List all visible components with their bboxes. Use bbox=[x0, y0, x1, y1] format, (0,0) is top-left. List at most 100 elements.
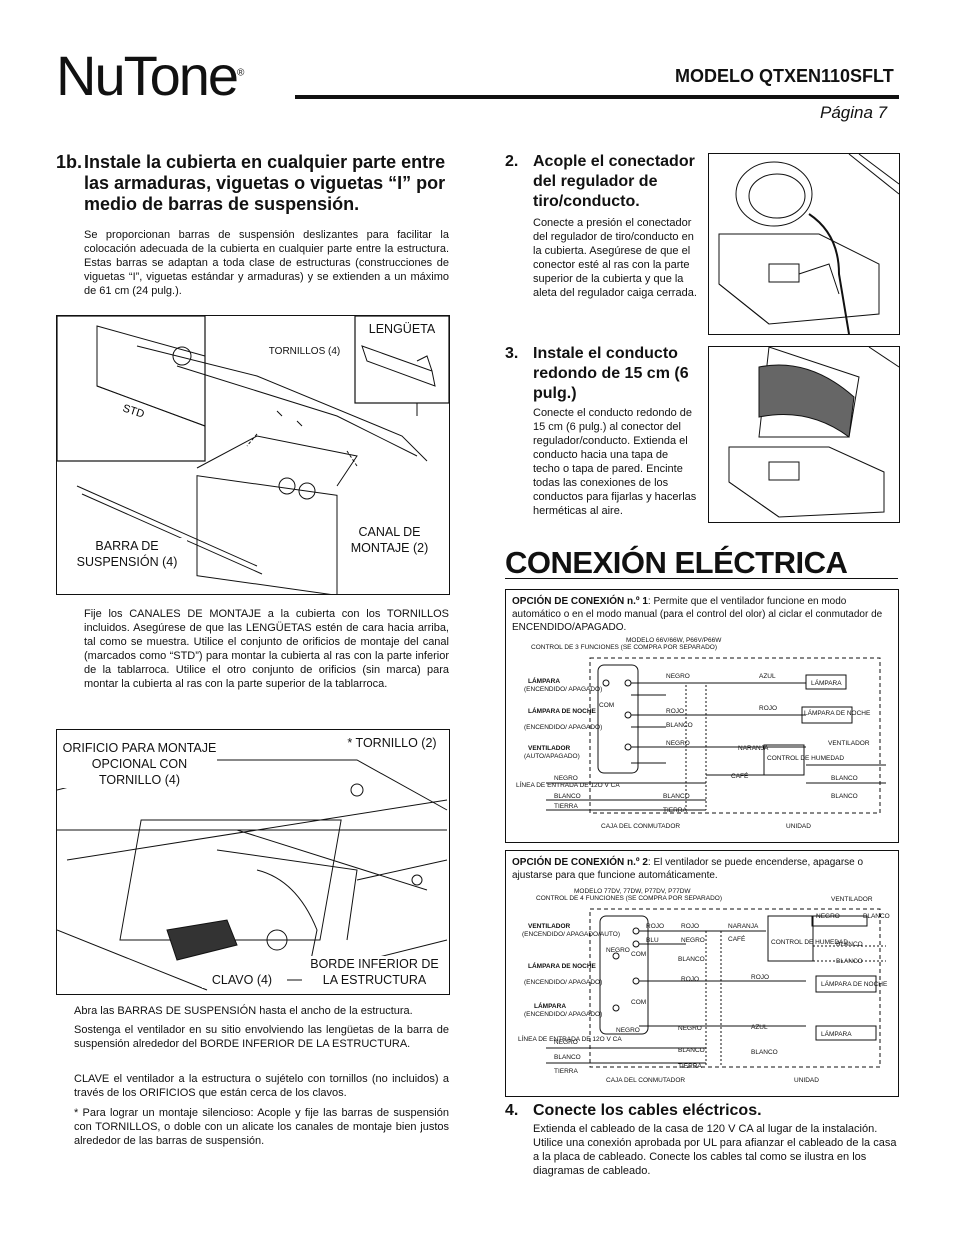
opt2-caja: CAJA DEL CONMUTADOR bbox=[606, 1077, 685, 1084]
opt1-model: MODELO 66V/66W, P66V/P66W bbox=[626, 637, 722, 644]
opt1-humedad: CONTROL DE HUMEDAD bbox=[767, 755, 844, 762]
opt2-linea: LÍNEA DE ENTRADA DE 12O V CA bbox=[518, 1034, 622, 1043]
canal-label: CANAL DE MONTAJE (2) bbox=[342, 524, 437, 556]
wiring-diagram-1: MODELO 66V/66W, P66V/P66W CONTROL DE 3 F… bbox=[516, 637, 886, 830]
opt1-blanco-4: BLANCO bbox=[663, 793, 690, 800]
lengueta-label: LENGÜETA bbox=[362, 321, 442, 337]
opt2-lampnoche: LÁMPARA DE NOCHE bbox=[528, 961, 597, 970]
opt2-control: CONTROL DE 4 FUNCIONES (SE COMPRA POR SE… bbox=[536, 895, 722, 902]
suspension-bar-figure: STD TORNILLOS (4) LENGÜETA BARRA DE SUSP… bbox=[56, 315, 450, 596]
opt1-rojo-2: ROJO bbox=[759, 705, 777, 712]
opt1-ventilador: VENTILADOR bbox=[528, 745, 571, 752]
tornillos-label: TORNILLOS (4) bbox=[268, 346, 341, 357]
opt1-lampnoche-sub: (ENCENDIDO/ APAGADO) bbox=[524, 724, 602, 731]
wiring-option-1: OPCIÓN DE CONEXIÓN n.º 1: Permite que el… bbox=[505, 589, 899, 843]
opt2-cafe: CAFÉ bbox=[728, 934, 746, 943]
opt2-negro-5: NEGRO bbox=[678, 1025, 702, 1032]
borde-label: BORDE INFERIOR DE LA ESTRUCTURA bbox=[302, 956, 447, 988]
tornillo-label: * TORNILLO (2) bbox=[342, 735, 442, 751]
opt2-negro-3: NEGRO bbox=[816, 913, 840, 920]
option-2-text: OPCIÓN DE CONEXIÓN n.º 2: El ventilador … bbox=[512, 857, 864, 881]
step-4-text: Extienda el cableado de la casa de 120 V… bbox=[533, 1123, 897, 1177]
opt2-tierra-2: TIERRA bbox=[678, 1063, 703, 1070]
opt1-blanco-2: BLANCO bbox=[831, 775, 858, 782]
opt2-lampnoche-sub: (ENCENDIDO/ APAGADO) bbox=[524, 979, 602, 986]
opt2-lampnoche-box: LÁMPARA DE NOCHE bbox=[821, 979, 888, 988]
model-number: MODELO QTXEN110SFLT bbox=[675, 66, 894, 86]
opt2-ventilador-box: VENTILADOR bbox=[831, 896, 873, 903]
step-3-text: Conecte el conducto redondo de 15 cm (6 … bbox=[533, 407, 697, 517]
clavo-label: CLAVO (4) bbox=[202, 972, 282, 988]
brand-logo: NuTone® bbox=[56, 44, 245, 107]
opt2-humedad: CONTROL DE HUMEDAD bbox=[771, 939, 848, 946]
opt2-rojo-3: ROJO bbox=[681, 976, 699, 983]
damper-illustration bbox=[718, 153, 900, 335]
opt2-blanco-2: BLANCO bbox=[863, 913, 890, 920]
orificio-label: ORIFICIO PARA MONTAJE OPCIONAL CON TORNI… bbox=[62, 740, 217, 788]
opt2-blanco: BLANCO bbox=[678, 956, 705, 963]
wiring-diagram-2: MODELO 77DV, 77DW, P77DV, P77DW CONTROL … bbox=[518, 888, 890, 1084]
opt2-blanco-6: BLANCO bbox=[751, 1049, 778, 1056]
opt2-blanco-4: BLANCO bbox=[836, 958, 863, 965]
opt2-lampara: LÁMPARA bbox=[534, 1001, 566, 1010]
opt1-blanco: BLANCO bbox=[666, 722, 693, 729]
opt1-tierra: TIERRA bbox=[554, 803, 579, 810]
step-1b-paragraph-6: * Para lograr un montaje silencioso: Aco… bbox=[74, 1107, 449, 1147]
opt1-lampnoche-box: LÁMPARA DE NOCHE bbox=[804, 708, 871, 717]
option-1-text: OPCIÓN DE CONEXIÓN n.º 1: Permite que el… bbox=[512, 596, 883, 633]
step-1b-heading: 1b. Instale la cubierta en cualquier par… bbox=[56, 152, 446, 214]
std-mark: STD bbox=[121, 402, 146, 420]
step-1b-paragraph-3: Abra las BARRAS DE SUSPENSIÓN hasta el a… bbox=[74, 1005, 413, 1017]
opt2-lampara-sub: (ENCENDIDO/ APAGADO) bbox=[524, 1011, 602, 1018]
opt1-unidad: UNIDAD bbox=[786, 823, 811, 830]
opt2-negro-2: NEGRO bbox=[606, 947, 630, 954]
opt1-ventilador-box: VENTILADOR bbox=[828, 740, 870, 747]
opt2-com: COM bbox=[631, 951, 646, 958]
opt1-lampara-sub: (ENCENDIDO/ APAGADO) bbox=[524, 686, 602, 693]
opt1-tierra-2: TIERRA bbox=[663, 807, 688, 814]
step-4-heading: 4. Conecte los cables eléctricos. bbox=[505, 1102, 762, 1119]
opt1-ventilador-sub: (AUTO/APAGADO) bbox=[524, 753, 580, 760]
step-3-heading: 3. Instale el conducto redondo de 15 cm … bbox=[505, 345, 689, 402]
step-1b-paragraph: Se proporcionan barras de suspensión des… bbox=[84, 229, 449, 297]
duct-illustration bbox=[728, 346, 900, 518]
opt1-lampnoche: LÁMPARA DE NOCHE bbox=[528, 706, 597, 715]
opt1-lampara: LÁMPARA bbox=[528, 676, 560, 685]
opt1-cafe: CAFÉ bbox=[731, 771, 749, 780]
opt2-naranja: NARANJA bbox=[728, 923, 759, 930]
opt2-rojo: ROJO bbox=[646, 923, 664, 930]
opt2-blanco-3: BLANCO bbox=[836, 941, 863, 948]
opt2-ventilador-sub: (ENCENDIDO/ APAGADO/AUTO) bbox=[522, 931, 620, 938]
step-2-heading: 2. Acople el conectador del regulador de… bbox=[505, 153, 695, 210]
header-rule bbox=[295, 95, 899, 99]
opt2-negro: NEGRO bbox=[681, 937, 705, 944]
opt1-linea: LÍNEA DE ENTRADA DE 12O V CA bbox=[516, 780, 620, 789]
opt2-azul: AZUL bbox=[751, 1024, 768, 1031]
opt2-ventilador: VENTILADOR bbox=[528, 923, 571, 930]
damper-figure bbox=[708, 153, 900, 335]
step-1b-paragraph-4: Sostenga el ventilador en su sitio envol… bbox=[74, 1024, 449, 1050]
opt2-com-2: COM bbox=[631, 999, 646, 1006]
opt2-model: MODELO 77DV, 77DW, P77DV, P77DW bbox=[574, 888, 691, 895]
step-1b-paragraph-2: Fije los CANALES DE MONTAJE a la cubiert… bbox=[84, 608, 449, 690]
opt2-linea-negro: NEGRO bbox=[554, 1039, 578, 1046]
opt2-unidad: UNIDAD bbox=[794, 1077, 819, 1084]
opt2-blu: BLU bbox=[646, 937, 659, 944]
opt2-lampara-box: LÁMPARA bbox=[821, 1029, 852, 1038]
opt1-negro: NEGRO bbox=[666, 673, 690, 680]
opt1-caja: CAJA DEL CONMUTADOR bbox=[601, 823, 680, 830]
opt1-linea-negro: NEGRO bbox=[554, 775, 578, 782]
barra-label: BARRA DE SUSPENSIÓN (4) bbox=[67, 538, 187, 570]
opt2-rojo-4: ROJO bbox=[751, 974, 769, 981]
opt1-negro-2: NEGRO bbox=[666, 740, 690, 747]
page-number: Página 7 bbox=[820, 103, 888, 122]
opt2-negro-4: NEGRO bbox=[616, 1027, 640, 1034]
opt1-com: COM bbox=[599, 702, 614, 709]
step-1b-paragraph-5: CLAVE el ventilador a la estructura o su… bbox=[74, 1073, 449, 1099]
mounting-figure: ORIFICIO PARA MONTAJE OPCIONAL CON TORNI… bbox=[56, 729, 450, 995]
step-2-text: Conecte a presión el conectador del regu… bbox=[533, 217, 697, 299]
opt1-azul: AZUL bbox=[759, 673, 776, 680]
opt1-rojo: ROJO bbox=[666, 708, 684, 715]
opt2-linea-blanco: BLANCO bbox=[554, 1054, 581, 1061]
opt1-linea-blanco: BLANCO bbox=[554, 793, 581, 800]
